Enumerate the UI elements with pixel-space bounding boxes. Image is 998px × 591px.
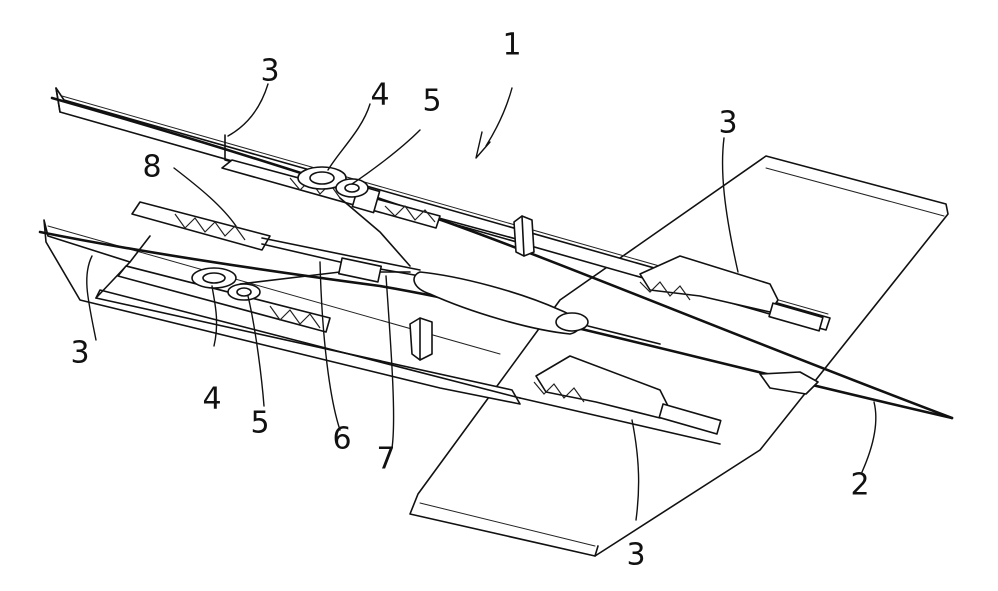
label-3-left: 3 [70,336,89,371]
label-6: 6 [332,422,351,457]
label-4-lower: 4 [202,382,221,417]
label-7: 7 [376,442,395,477]
label-5-upper: 5 [422,84,441,119]
label-3-lower-right: 3 [626,538,645,573]
post-upper [514,216,534,256]
label-1: 1 [502,28,521,63]
label-3-upper-right: 3 [718,106,737,141]
label-2: 2 [850,468,869,503]
label-5-lower: 5 [250,406,269,441]
label-4-upper: 4 [370,78,389,113]
label-3-upper-left: 3 [260,54,279,89]
post-lower [410,318,432,360]
label-8: 8 [142,150,161,185]
